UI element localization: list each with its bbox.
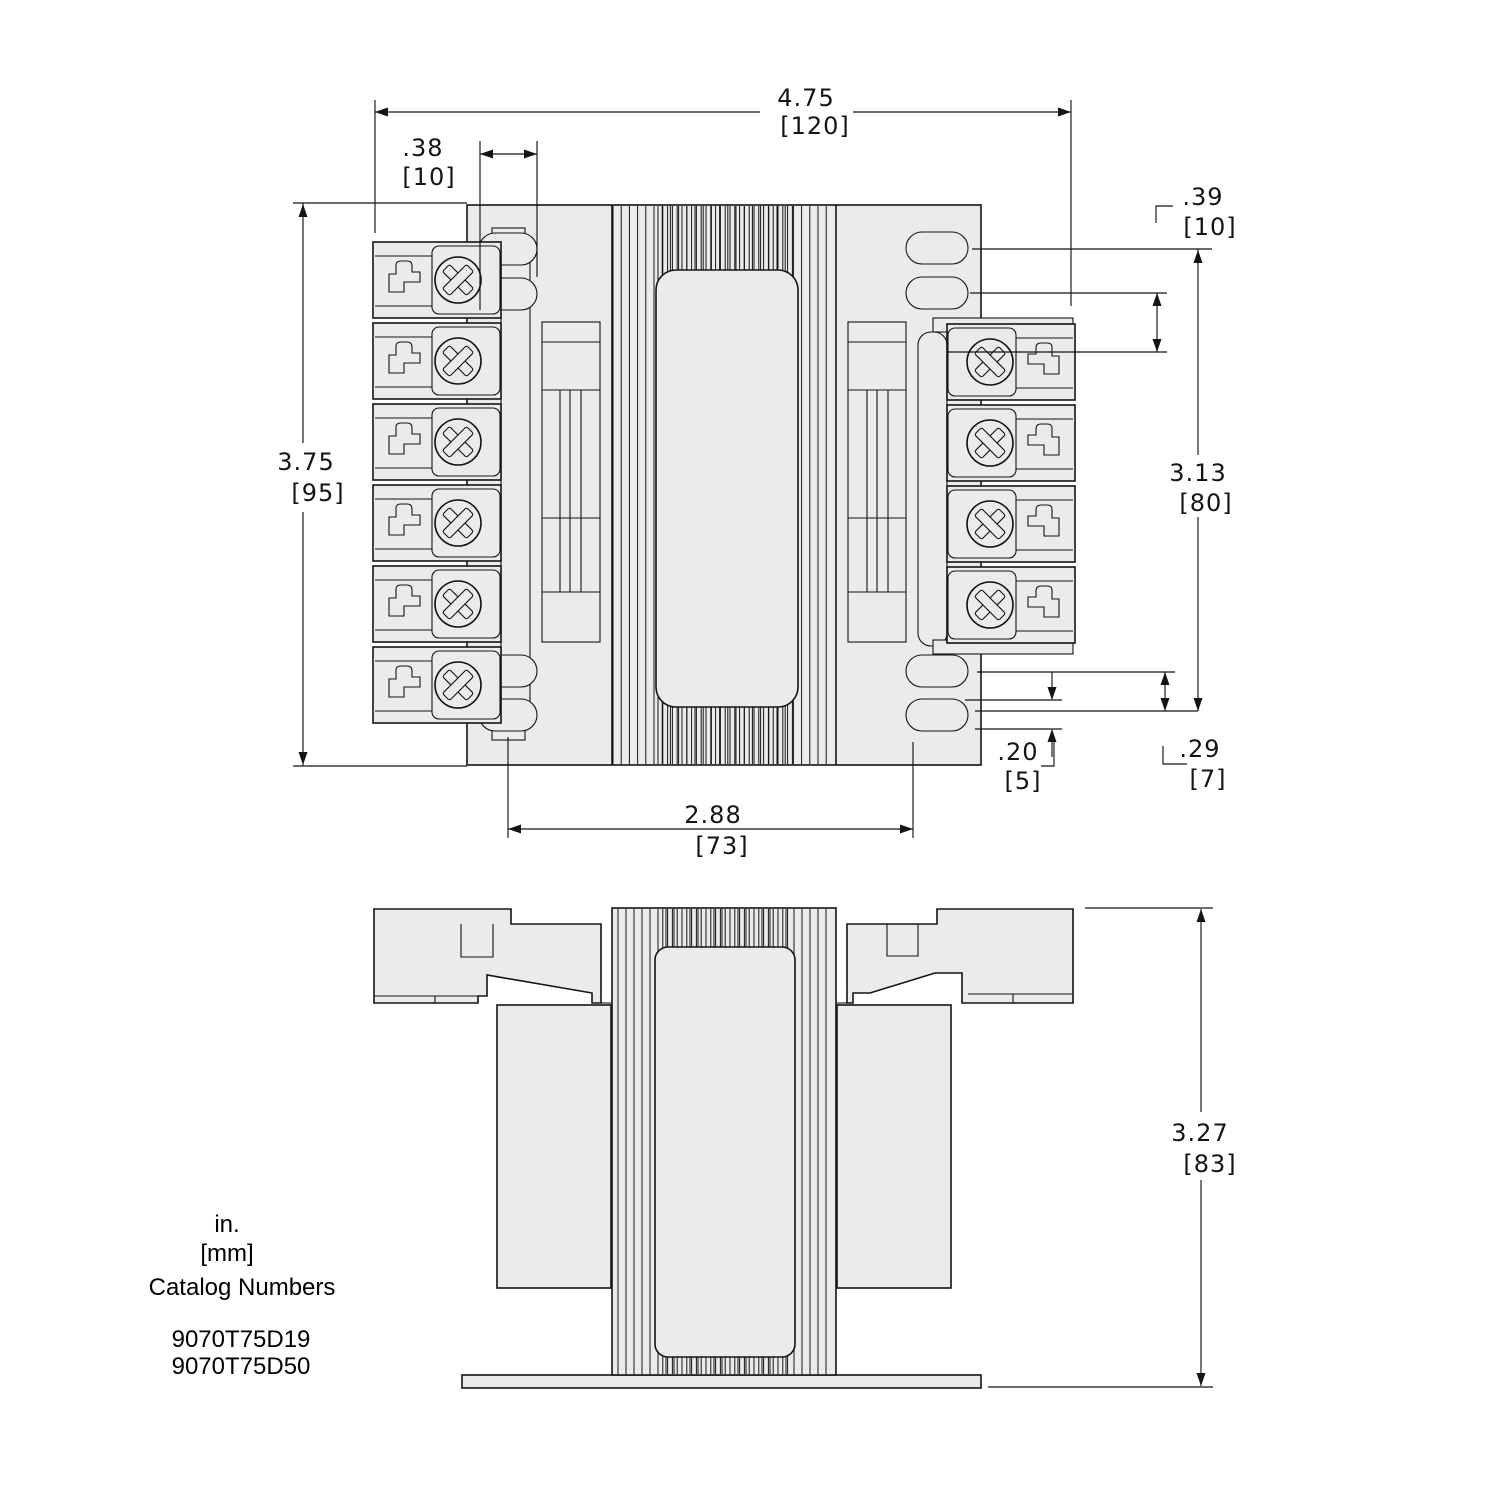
left-winding [496, 1004, 612, 1289]
left-terminal-housing [373, 908, 602, 1004]
right-mounting-bracket [847, 321, 907, 643]
dim-text: 3.13 [1169, 459, 1226, 487]
housing-notch [886, 924, 919, 957]
dimension-slot-to-block: .39 [10] [948, 183, 1236, 353]
right-terminal-rail [917, 331, 948, 647]
notes-block: in. [mm] Catalog Numbers 9070T75D19 9070… [149, 1211, 336, 1380]
dim-text: 2.88 [684, 801, 741, 829]
dimension-slot-gap: .20 [5] [965, 672, 1062, 795]
catalog-numbers-label: Catalog Numbers [149, 1274, 336, 1301]
dimension-overall-depth: 3.27 [83] [988, 907, 1236, 1388]
base-plate [461, 1374, 982, 1389]
dimension-overall-width: 4.75 [120] [374, 84, 1072, 306]
left-mounting-bracket [541, 321, 601, 643]
catalog-number: 9070T75D19 [172, 1326, 311, 1353]
dim-text: .38 [402, 134, 443, 162]
dim-text: .39 [1182, 183, 1223, 211]
front-view [373, 907, 1074, 1389]
dim-text-mm: [120] [780, 112, 850, 140]
coil-bobbin-front [654, 946, 796, 1358]
dimension-mounting-width: 2.88 [73] [507, 737, 914, 860]
dimension-overall-height: 3.75 [95] [277, 202, 467, 767]
dim-text-mm: [5] [1005, 767, 1042, 795]
coil-bobbin-top [655, 269, 799, 708]
units-mm-label: [mm] [200, 1240, 253, 1267]
dim-text: 3.75 [277, 448, 334, 476]
dim-text: .29 [1179, 735, 1220, 763]
dim-text-mm: [95] [291, 479, 344, 507]
dim-text-mm: [83] [1183, 1150, 1236, 1178]
dim-text: .20 [997, 738, 1038, 766]
units-inch-label: in. [214, 1211, 239, 1238]
dim-text: 4.75 [777, 84, 834, 112]
housing-notch [460, 924, 494, 958]
dimension-mounting-height: 3.13 [80] [972, 248, 1232, 712]
right-terminal-housing [846, 908, 1074, 1004]
dim-text: 3.27 [1171, 1119, 1228, 1147]
dim-text-mm: [73] [695, 832, 748, 860]
catalog-number: 9070T75D50 [172, 1353, 311, 1380]
dimension-slot-width: .38 [10] [402, 134, 538, 310]
dim-text-mm: [80] [1179, 489, 1232, 517]
dim-text-mm: [10] [402, 163, 455, 191]
dim-text-mm: [10] [1183, 213, 1236, 241]
dimension-slot-center-offset: .29 [7] [977, 671, 1227, 793]
top-view [372, 204, 1076, 766]
dim-text-mm: [7] [1190, 765, 1227, 793]
right-winding [836, 1004, 952, 1289]
